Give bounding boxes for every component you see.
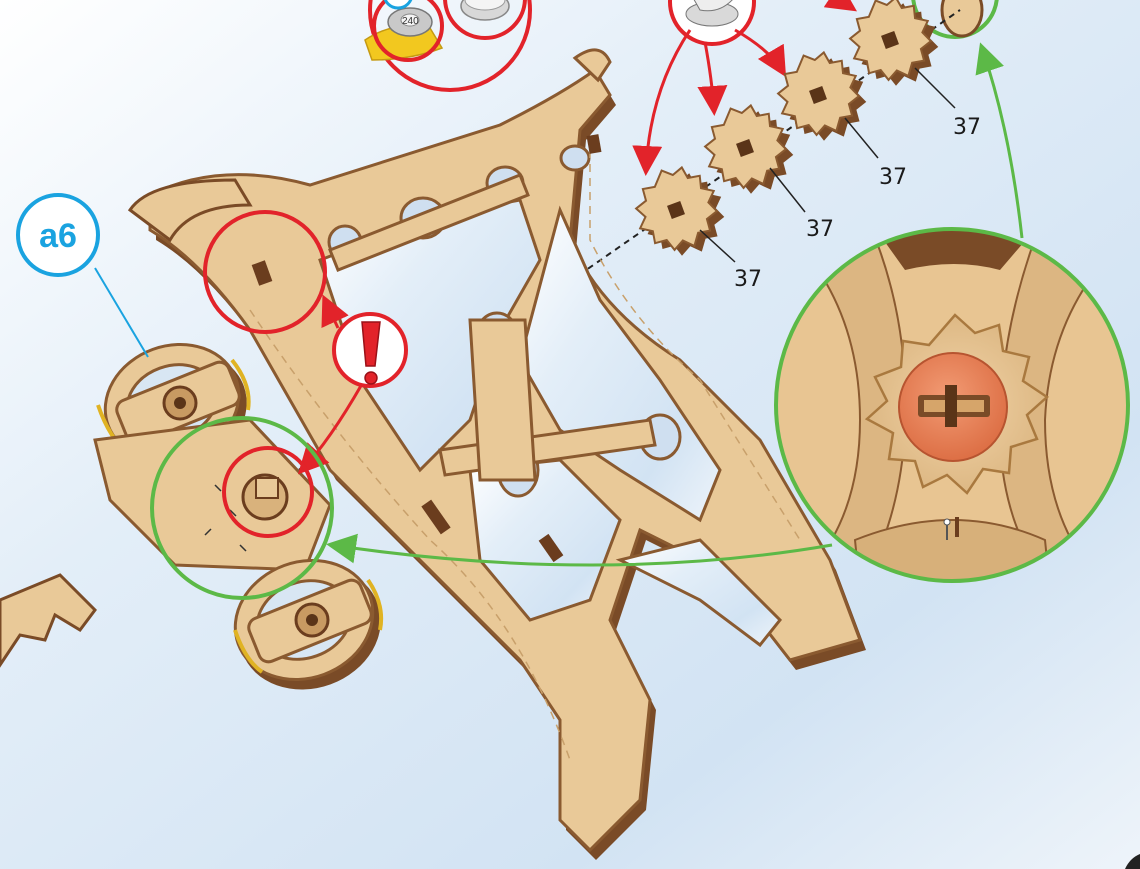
part-label-37-c: 37 <box>879 165 907 190</box>
part-label-37-a: 37 <box>734 267 762 292</box>
part-label-37-d: 37 <box>953 115 981 140</box>
tape-roll-icon: 240 <box>388 8 432 36</box>
tape-roll-text: 240 <box>402 16 419 27</box>
part-label-37-b: 37 <box>806 217 834 242</box>
step-badge-label: a6 <box>39 217 77 255</box>
